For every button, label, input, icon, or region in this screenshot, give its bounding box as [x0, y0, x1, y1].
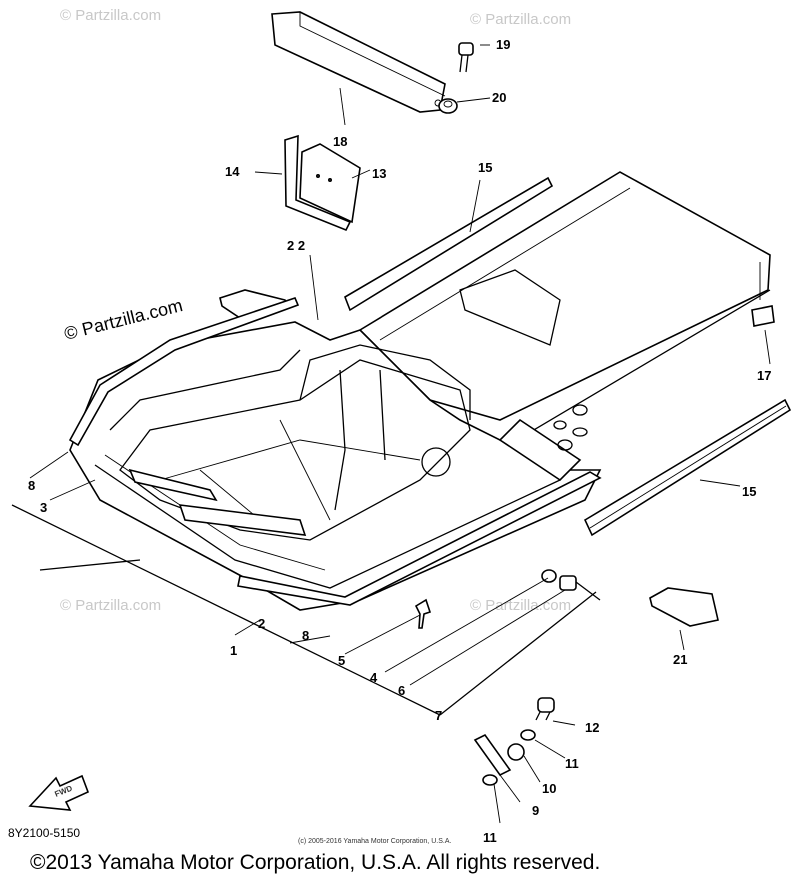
callout-8: 8 [28, 478, 35, 493]
part-9-plate [473, 733, 512, 777]
callout-21: 21 [673, 652, 687, 667]
callout-8: 8 [302, 628, 309, 643]
callout-15: 15 [478, 160, 492, 175]
part-18-cover [271, 11, 446, 113]
part-12-bolt [535, 697, 555, 721]
watermark: © Partzilla.com [60, 597, 161, 614]
callout-3: 3 [40, 500, 47, 515]
part-13-plate [299, 143, 361, 224]
part-20-nut [438, 98, 458, 114]
small-copyright: (c) 2005-2016 Yamaha Motor Corporation, … [298, 838, 451, 845]
callout-20: 20 [492, 90, 506, 105]
fwd-arrow-icon: FWD [28, 774, 90, 811]
watermark: © Partzilla.com [470, 597, 571, 614]
callout-4: 4 [370, 670, 378, 685]
part-10-grommet [507, 743, 525, 761]
callout-11: 11 [565, 756, 579, 771]
callout-7: 7 [435, 708, 442, 723]
callout-19: 19 [496, 37, 510, 52]
part-19-bolt [458, 42, 474, 73]
watermark: © Partzilla.com [62, 295, 185, 344]
part-16-strip [344, 176, 554, 312]
watermark: © Partzilla.com [60, 7, 161, 24]
leader-lines [11, 44, 771, 824]
callout-13: 13 [372, 166, 386, 181]
part-11-washer [482, 774, 498, 786]
part-17-pad [751, 305, 775, 327]
callout-12: 12 [585, 720, 599, 735]
watermark: © Partzilla.com [470, 11, 571, 28]
callout-10: 10 [542, 781, 556, 796]
callout-11: 11 [483, 830, 497, 845]
callout-14: 14 [225, 164, 240, 179]
callout-9: 9 [532, 803, 539, 818]
callout-6: 6 [398, 683, 405, 698]
copyright-notice: ©2013 Yamaha Motor Corporation, U.S.A. A… [30, 851, 601, 874]
callout-2: 2 [258, 616, 265, 631]
frame-body [68, 171, 771, 611]
part-15-runner [583, 398, 792, 537]
callout-18: 18 [333, 134, 347, 149]
callout-22: 2 2 [287, 238, 305, 253]
callout-17: 17 [757, 368, 771, 383]
callout-5: 5 [338, 653, 345, 668]
callout-15: 15 [742, 484, 756, 499]
part-5-rivet [414, 598, 432, 629]
part-21-bracket [649, 587, 719, 627]
part-14-seal [284, 134, 352, 232]
part-6-bolt [559, 575, 601, 601]
callout-1: 1 [230, 643, 237, 658]
part-11-washer [520, 729, 536, 741]
drawing-code: 8Y2100-5150 [8, 826, 80, 840]
